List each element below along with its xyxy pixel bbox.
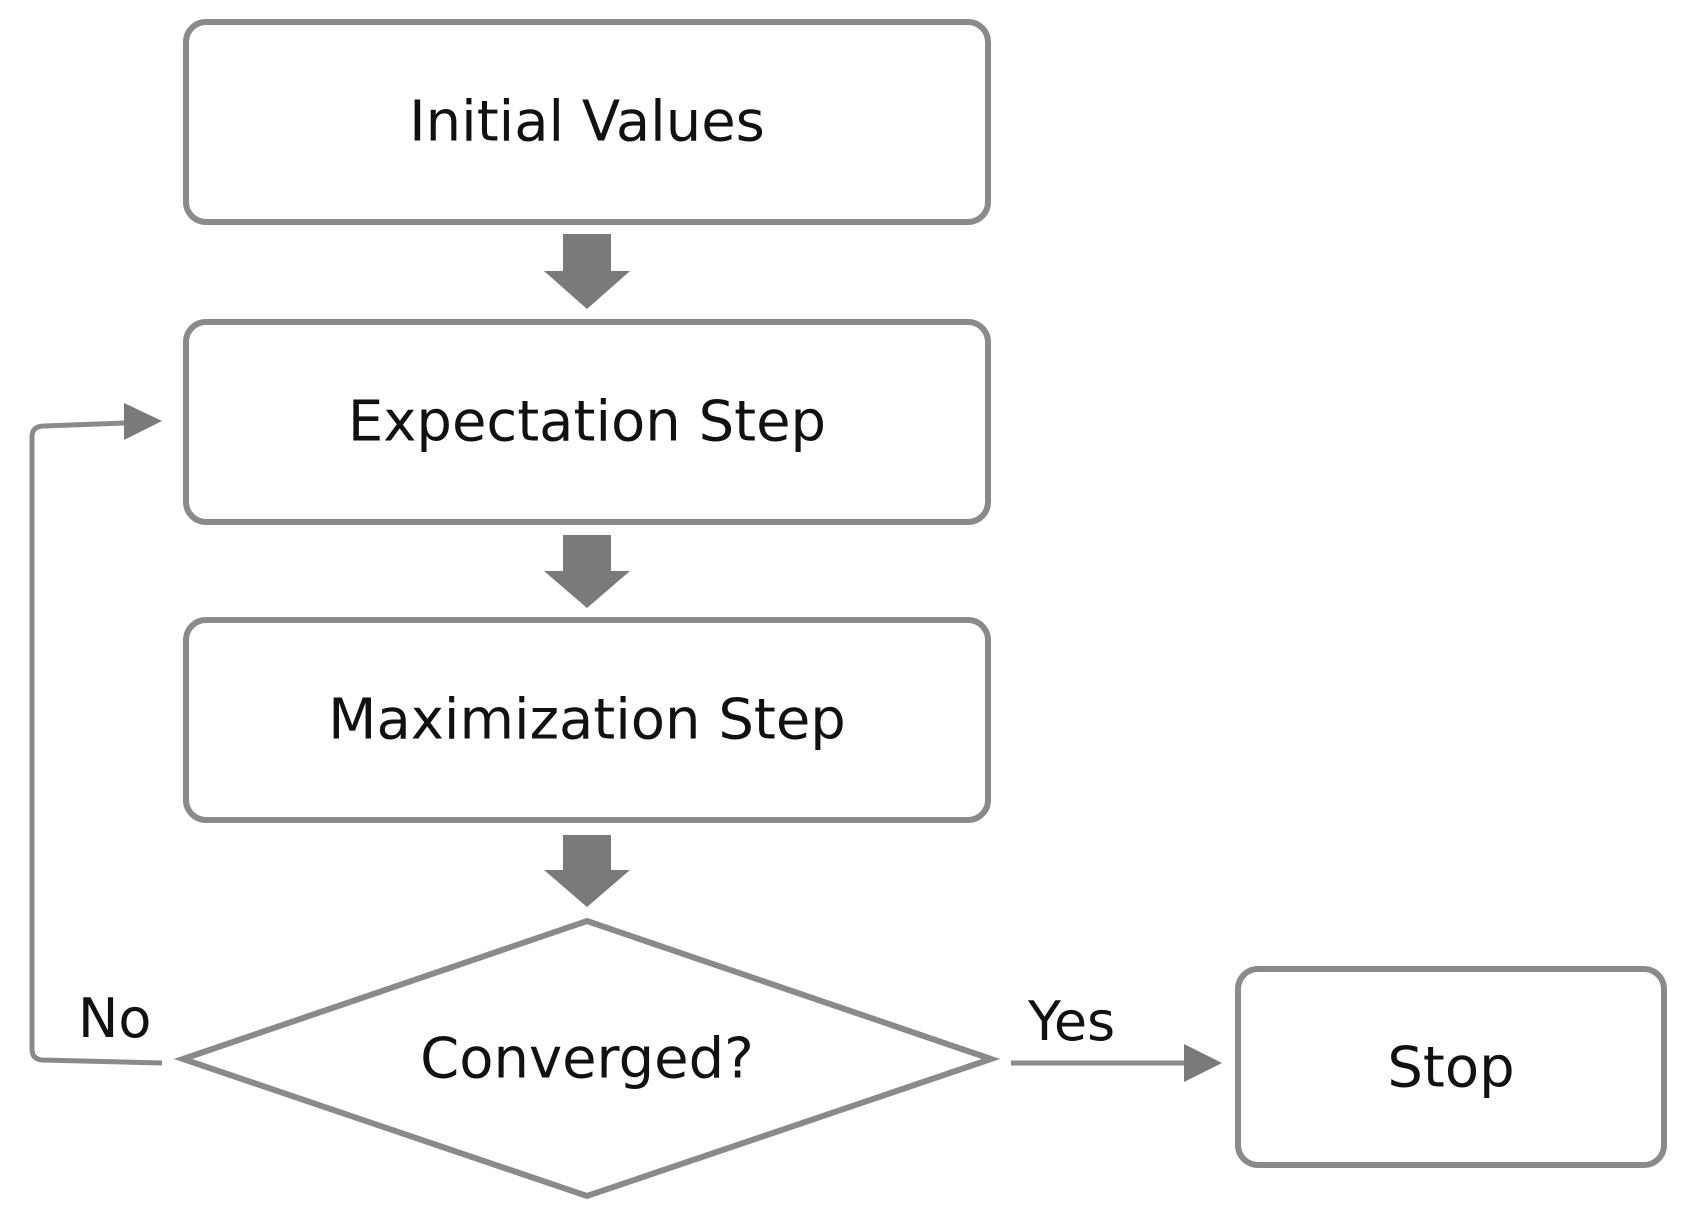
yes-label: Yes [1027, 990, 1115, 1053]
initial-values-node: Initial Values [183, 19, 991, 225]
stop-label: Stop [1387, 1036, 1514, 1101]
initial-values-label: Initial Values [409, 90, 765, 155]
down-arrow-2 [544, 535, 630, 608]
expectation-step-label: Expectation Step [348, 390, 826, 455]
maximization-step-label: Maximization Step [328, 688, 846, 753]
expectation-step-box [183, 319, 991, 525]
down-arrow-3 [544, 835, 630, 907]
stop-box [1235, 966, 1667, 1168]
yes-arrowhead [1184, 1044, 1222, 1082]
converged-decision-node: Converged? [173, 917, 1001, 1200]
expectation-step-node: Expectation Step [183, 319, 991, 525]
no-label: No [78, 987, 151, 1050]
converged-diamond [173, 917, 1001, 1200]
maximization-step-box [183, 617, 991, 823]
no-loop-connector [29, 419, 163, 1066]
down-arrow-1 [544, 234, 630, 309]
maximization-step-node: Maximization Step [183, 617, 991, 823]
converged-label: Converged? [420, 1027, 754, 1092]
stop-node: Stop [1235, 966, 1667, 1168]
initial-values-box [183, 19, 991, 225]
no-loop-arrowhead [124, 403, 162, 440]
